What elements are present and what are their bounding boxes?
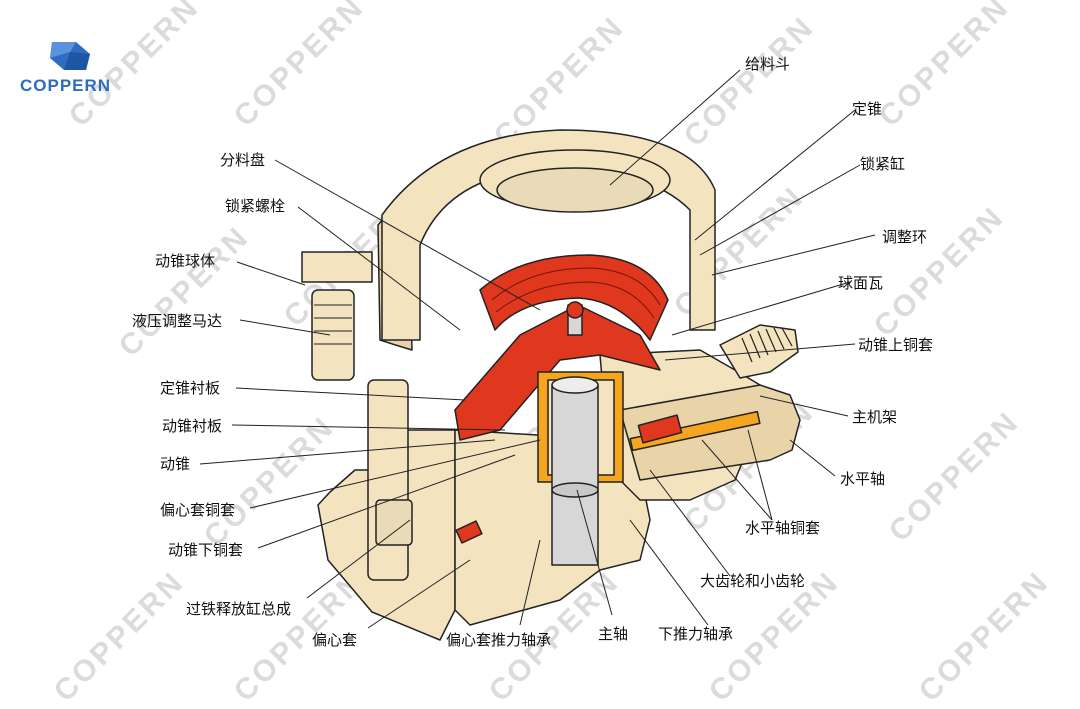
concave-liner	[479, 254, 669, 341]
logo-icon	[50, 42, 90, 70]
label-moving-cone: 动锥	[160, 455, 191, 473]
label-adjust-ring: 调整环	[882, 228, 928, 246]
main-shaft	[551, 384, 599, 566]
label-cone-ball: 动锥球体	[155, 252, 216, 270]
leader-lines	[199, 69, 876, 629]
label-tramp-release-cylinder: 过铁释放缸总成	[186, 600, 292, 618]
mantle-liner	[454, 304, 661, 441]
logo-text: COPPERN	[20, 76, 112, 95]
label-eccentric-sleeve: 偏心套	[312, 631, 358, 649]
label-lock-cylinder: 锁紧缸	[860, 155, 906, 173]
hydraulic-motor	[311, 289, 355, 381]
label-distribution-plate: 分料盘	[220, 151, 266, 169]
label-moving-cone-lower-bushing: 动锥下铜套	[168, 541, 244, 559]
label-main-shaft: 主轴	[598, 625, 629, 643]
label-eccentric-thrust-bearing: 偏心套推力轴承	[446, 631, 552, 649]
adjust-ring	[381, 129, 716, 341]
label-fixed-cone: 定锥	[852, 100, 883, 118]
label-lock-bolt: 锁紧螺栓	[225, 197, 286, 215]
label-concave: 定锥衬板	[160, 379, 221, 397]
label-feed-hopper: 给料斗	[745, 55, 791, 73]
label-mantle: 动锥衬板	[162, 417, 223, 435]
cone-crusher-cutaway	[301, 129, 801, 641]
label-eccentric-bushing: 偏心套铜套	[160, 501, 236, 519]
shaft-bushing-band	[629, 410, 761, 452]
label-gears: 大齿轮和小齿轮	[700, 572, 806, 590]
label-horizontal-shaft: 水平轴	[840, 470, 886, 488]
label-moving-cone-upper-bushing: 动锥上铜套	[858, 336, 934, 354]
diagram-canvas: COPPERN COPPERN COPPERN COPPERN COPPERN …	[20, 0, 1056, 708]
label-spherical-bearing: 球面瓦	[838, 274, 884, 292]
label-main-frame: 主机架	[852, 408, 898, 426]
label-hydraulic-motor: 液压调整马达	[132, 312, 223, 330]
label-horizontal-shaft-bushing: 水平轴铜套	[745, 519, 821, 537]
label-lower-thrust-bearing: 下推力轴承	[658, 625, 734, 643]
